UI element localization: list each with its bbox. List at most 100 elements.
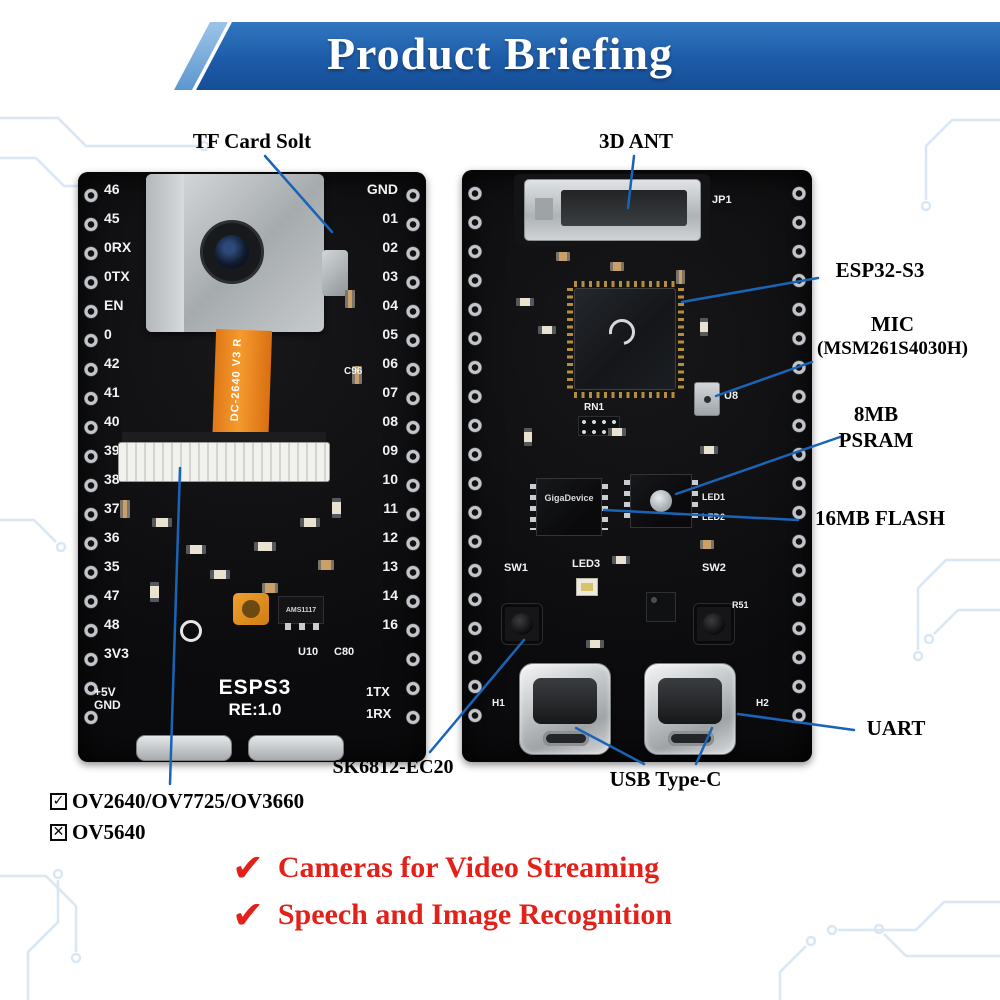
usb-port-slot [668, 731, 714, 746]
board-id-silkscreen: ESPS3 RE:1.0 [203, 676, 307, 720]
pin-label: 3V3 [104, 645, 129, 661]
feature-row: ✔ Cameras for Video Streaming [232, 844, 672, 891]
smd-resistor [700, 446, 718, 454]
chip-pins [574, 392, 676, 398]
pin-label: 39 [104, 442, 120, 458]
chip-legs [530, 484, 536, 530]
smd-capacitor [676, 270, 685, 284]
pin-label: 41 [104, 384, 120, 400]
rgb-led [576, 578, 598, 596]
callout-psram-label: PSRAM [838, 428, 914, 453]
chip-pins [574, 281, 676, 287]
chip-pins [678, 288, 684, 390]
callout-tf-card: TF Card Solt [192, 129, 312, 153]
ref-designator: LED2 [702, 512, 726, 522]
pin-label: 02 [382, 239, 398, 255]
pin-label: 45 [104, 210, 120, 226]
pin-label: 14 [382, 587, 398, 603]
pin-holes-column [83, 181, 99, 732]
chip-legs [624, 480, 630, 522]
camera-support-item: ✕ OV5640 [50, 817, 304, 848]
smd-capacitor [262, 583, 278, 593]
pin-label: 09 [382, 442, 398, 458]
check-icon: ✔ [232, 845, 264, 890]
pin-label: 04 [382, 297, 398, 313]
callout-flash: 16MB FLASH [814, 506, 946, 530]
ref-designator: C96 [344, 366, 363, 377]
smd-capacitor [610, 262, 624, 271]
ref-designator: U8 [724, 390, 739, 402]
usb-type-c-port [519, 663, 611, 755]
smd-resistor [300, 518, 320, 527]
callout-usb-type-c: USB Type-C [609, 767, 722, 791]
board-model: ESPS3 [218, 676, 292, 699]
camera-model-label: OV2640/OV7725/OV3660 [72, 789, 305, 813]
chip-legs [602, 484, 608, 530]
pin-label: 01 [382, 210, 398, 226]
callout-sk6812: SK6812-EC20 [332, 756, 454, 778]
ref-designator: C80 [334, 646, 355, 658]
usb-port-cavity [658, 678, 722, 724]
pin-label: 07 [382, 384, 398, 400]
pin-label: 36 [104, 529, 120, 545]
smd-capacitor [318, 560, 334, 570]
usb-port-cavity [533, 678, 597, 724]
board-revision: RE:1.0 [228, 700, 282, 719]
smd-resistor [612, 556, 630, 564]
mems-microphone [694, 382, 720, 416]
ref-designator: SW2 [702, 562, 726, 574]
camera-support-list: ✓ OV2640/OV7725/OV3660 ✕ OV5640 [50, 786, 304, 848]
boot-button [502, 604, 542, 644]
pin-label: 16 [382, 616, 398, 632]
smd-resistor [210, 570, 230, 579]
ref-designator: SW1 [504, 562, 528, 574]
checkbox-icon: ✕ [50, 824, 67, 841]
pin-label: 0TX [104, 268, 130, 284]
pin-label: EN [104, 297, 124, 313]
callout-mic-title: MIC [870, 312, 915, 336]
chip-pins [567, 288, 573, 390]
psram-chip [624, 474, 698, 528]
antenna-notch [535, 198, 553, 220]
pin-label: 08 [382, 413, 398, 429]
smd-resistor [608, 428, 626, 436]
ref-designator: LED3 [572, 558, 601, 570]
smd-resistor [524, 428, 532, 446]
pin-label: 1RX [366, 706, 392, 721]
pin-label: 38 [104, 471, 120, 487]
ref-designator: U10 [298, 646, 319, 658]
pin-label: 03 [382, 268, 398, 284]
smd-resistor [538, 326, 556, 334]
pin-label: 10 [382, 471, 398, 487]
pin-label: 13 [382, 558, 398, 574]
cable-marking: DC-2640 V3 R [228, 337, 244, 422]
ref-designator: H2 [756, 698, 769, 709]
usb-connector-back [248, 735, 344, 761]
smd-capacitor [345, 290, 355, 308]
check-icon: ✔ [232, 892, 264, 937]
callout-mic-part: (MSM261S4030H) [817, 338, 968, 360]
ref-designator: H1 [492, 698, 505, 709]
tf-card-slot [146, 174, 184, 332]
smd-resistor [516, 298, 534, 306]
voltage-regulator: AMS1117 [278, 596, 324, 630]
callout-psram: 8MB PSRAM [826, 401, 926, 454]
chip-logo-icon [650, 490, 672, 512]
antenna-slot [561, 190, 687, 226]
pin-holes-column [405, 181, 421, 732]
camera-lens [200, 220, 264, 284]
pin-label: 0 [104, 326, 112, 342]
checkbox-icon: ✓ [50, 793, 67, 810]
usb-port-slot [543, 731, 589, 746]
reset-button [694, 604, 734, 644]
pin-label: 42 [104, 355, 120, 371]
dev-board-back [462, 170, 812, 762]
chip-legs [692, 480, 698, 522]
smd-capacitor [700, 540, 714, 549]
callout-3d-ant: 3D ANT [598, 129, 674, 153]
pin-label: 05 [382, 326, 398, 342]
pin-label: 06 [382, 355, 398, 371]
camera-lens-glass [215, 235, 249, 269]
smd-resistor [186, 545, 206, 554]
